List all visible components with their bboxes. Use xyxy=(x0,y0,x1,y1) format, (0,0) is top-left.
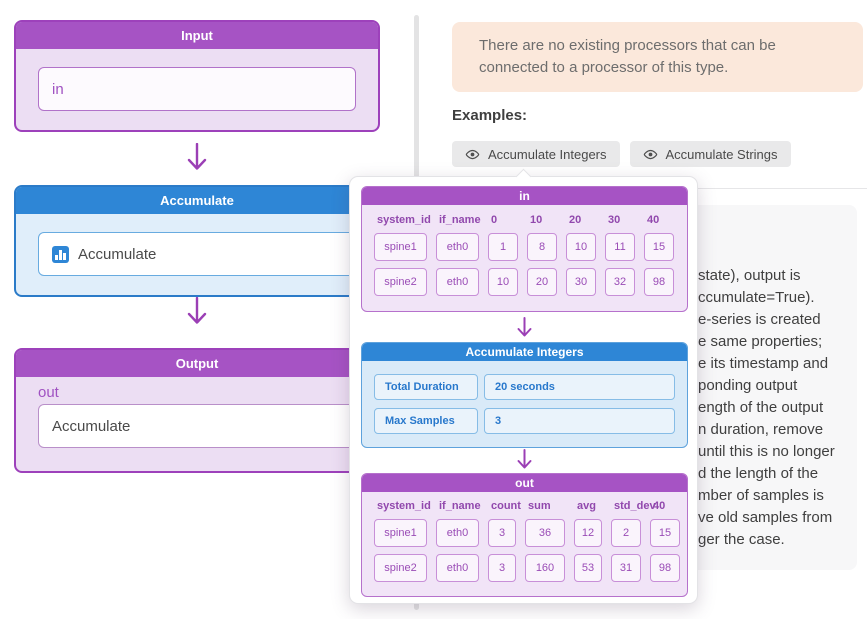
doc-line: n duration, remove xyxy=(698,421,824,438)
param-name: Max Samples xyxy=(374,408,478,434)
example-button-accumulate-strings[interactable]: Accumulate Strings xyxy=(629,141,791,167)
param-value: 3 xyxy=(484,408,675,434)
param-row: Total Duration 20 seconds xyxy=(374,374,675,400)
in-table-title: in xyxy=(362,187,687,205)
doc-line: state), output is xyxy=(698,267,801,284)
flow-node-input[interactable]: Input in xyxy=(14,20,380,132)
input-node-header: Input xyxy=(16,22,378,49)
table-row: spine2 eth0 10 20 30 32 98 xyxy=(374,268,675,296)
output-port-value: Accumulate xyxy=(52,417,131,435)
doc-line: ength of the output xyxy=(698,399,824,416)
accumulate-processor-value: Accumulate xyxy=(78,245,157,263)
example-button-accumulate-integers[interactable]: Accumulate Integers xyxy=(452,141,620,167)
param-row: Max Samples 3 xyxy=(374,408,675,434)
popup-processor-config: Accumulate Integers Total Duration 20 se… xyxy=(361,342,688,448)
input-node-body: in xyxy=(16,49,378,111)
eye-icon xyxy=(643,149,657,159)
documentation-text: state), output is ccumulate=True). e-ser… xyxy=(698,265,856,551)
popup-arrow-down-icon xyxy=(517,449,532,469)
table-row: spine1 eth0 3 36 12 2 15 xyxy=(374,519,680,547)
output-port-label: out xyxy=(38,384,59,401)
tooltip-arrow-notch xyxy=(515,168,532,185)
output-port-field[interactable]: Accumulate xyxy=(38,404,356,448)
example-tooltip-popup: in system_id if_name 0 10 20 30 40 spine… xyxy=(349,168,698,604)
popup-in-table: in system_id if_name 0 10 20 30 40 spine… xyxy=(361,186,688,312)
flow-node-output[interactable]: Output out Accumulate xyxy=(14,348,380,473)
param-name: Total Duration xyxy=(374,374,478,400)
table-row: spine2 eth0 3 160 53 31 98 xyxy=(374,554,680,582)
flow-arrow-down-icon xyxy=(187,297,207,324)
out-table-title: out xyxy=(362,474,687,492)
doc-line: e-series is created xyxy=(698,311,821,328)
processor-title: Accumulate Integers xyxy=(362,343,687,361)
notice-text: There are no existing processors that ca… xyxy=(479,37,776,76)
popup-out-table: out system_id if_name count sum avg std_… xyxy=(361,473,688,597)
flow-arrow-down-icon xyxy=(187,143,207,170)
output-node-header: Output xyxy=(16,350,378,377)
bar-chart-icon xyxy=(52,245,69,263)
eye-icon xyxy=(465,149,480,159)
doc-line: ger the case. xyxy=(698,531,785,548)
examples-label: Examples: xyxy=(452,107,528,124)
accumulate-processor-field[interactable]: Accumulate xyxy=(38,232,356,276)
doc-line: ccumulate=True). xyxy=(698,289,815,306)
param-value: 20 seconds xyxy=(484,374,675,400)
output-node-body: out Accumulate xyxy=(16,377,378,448)
doc-line: until this is no longer xyxy=(698,443,835,460)
table-row: spine1 eth0 1 8 10 11 15 xyxy=(374,233,675,261)
flow-node-accumulate[interactable]: Accumulate Accumulate xyxy=(14,185,380,297)
doc-line: d the length of the xyxy=(698,465,819,482)
input-port-field[interactable]: in xyxy=(38,67,356,111)
example-buttons-row: Accumulate Integers Accumulate Strings xyxy=(452,141,791,167)
accumulate-node-body: Accumulate xyxy=(16,214,378,276)
doc-line: e same properties; xyxy=(698,333,823,350)
doc-line: e its timestamp and xyxy=(698,355,829,372)
doc-line: ponding output xyxy=(698,377,798,394)
doc-line: ve old samples from xyxy=(698,509,833,526)
in-table-column-headers: system_id if_name 0 10 20 30 40 xyxy=(377,214,660,226)
input-port-value: in xyxy=(52,80,64,98)
example-button-label: Accumulate Strings xyxy=(665,146,778,162)
out-table-column-headers: system_id if_name count sum avg std_dev … xyxy=(377,500,666,512)
doc-line: mber of samples is xyxy=(698,487,824,504)
accumulate-node-header: Accumulate xyxy=(16,187,378,214)
notice-banner: There are no existing processors that ca… xyxy=(452,22,863,92)
example-button-label: Accumulate Integers xyxy=(488,146,607,162)
popup-arrow-down-icon xyxy=(517,317,532,337)
